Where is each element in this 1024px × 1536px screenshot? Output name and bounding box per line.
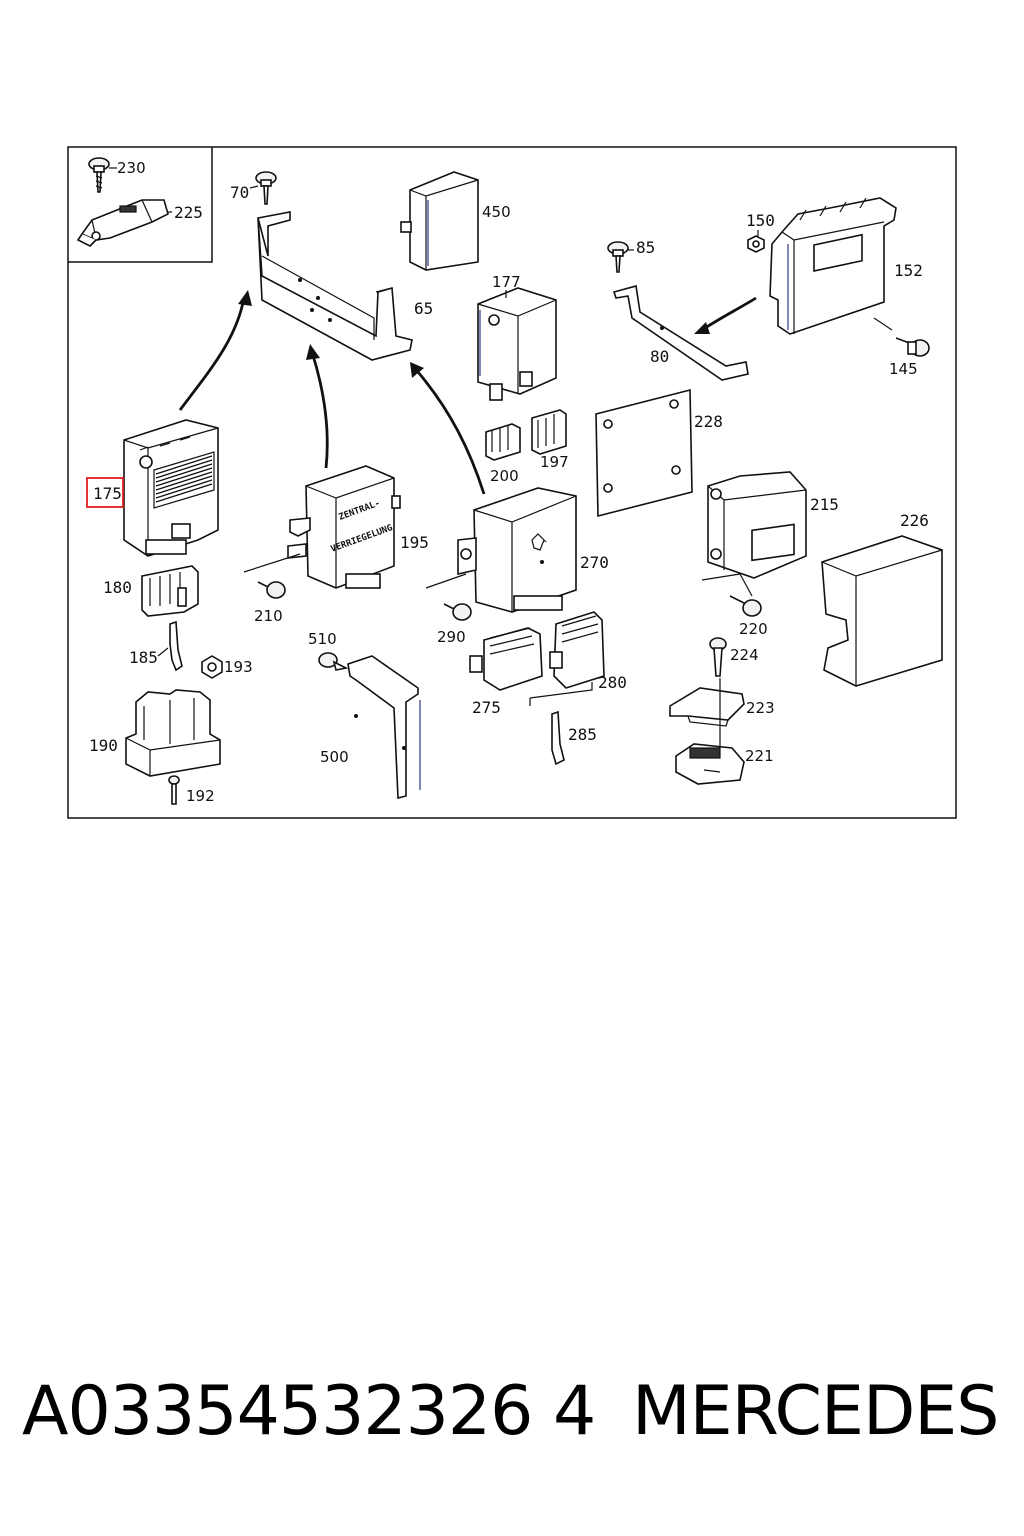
label-500: 500 xyxy=(320,748,349,766)
nut-193 xyxy=(201,655,223,679)
connector-280 xyxy=(549,611,605,689)
bracket-65 xyxy=(257,211,413,361)
terminal-285 xyxy=(551,710,565,766)
label-285: 285 xyxy=(568,725,597,744)
label-275: 275 xyxy=(472,698,501,717)
footer: A03354532326 4 MERCEDES xyxy=(0,1372,1024,1472)
arrow-head-3 xyxy=(410,362,424,378)
lead-210 xyxy=(243,553,301,573)
arrow-195-to-65 xyxy=(310,351,329,469)
arrow-head-2 xyxy=(306,344,320,360)
part-number: A03354532326 4 xyxy=(22,1372,596,1451)
control-unit-152 xyxy=(769,197,897,335)
label-200: 200 xyxy=(490,467,519,485)
connector-197 xyxy=(531,409,567,455)
label-193: 193 xyxy=(224,658,253,676)
label-210: 210 xyxy=(254,607,283,625)
terminal-185 xyxy=(157,620,183,672)
label-280: 280 xyxy=(598,673,627,692)
sensor-225 xyxy=(76,199,172,247)
connector-200 xyxy=(485,423,521,461)
arrow-head-4 xyxy=(694,322,710,334)
bolt-145 xyxy=(895,337,930,357)
label-192: 192 xyxy=(186,787,215,805)
label-197: 197 xyxy=(540,453,569,471)
label-145: 145 xyxy=(889,360,918,378)
label-177: 177 xyxy=(492,273,521,291)
screw-210 xyxy=(257,581,286,599)
label-290: 290 xyxy=(437,628,466,646)
bracket-500 xyxy=(347,655,421,800)
central-locking-unit-195: ZENTRAL- VERRIEGELUNG xyxy=(287,465,401,589)
label-195: 195 xyxy=(400,533,429,552)
lead-280 xyxy=(529,682,593,706)
label-175: 175 xyxy=(93,484,122,503)
relay-box-190 xyxy=(125,689,221,777)
label-224: 224 xyxy=(730,646,759,664)
arrow-head-1 xyxy=(238,290,252,306)
screw-510 xyxy=(318,652,349,671)
label-450: 450 xyxy=(482,203,511,221)
label-80: 80 xyxy=(650,347,669,366)
bracket-223 xyxy=(669,687,745,727)
module-215 xyxy=(701,471,807,597)
label-152: 152 xyxy=(894,261,923,280)
label-220: 220 xyxy=(739,620,768,638)
sensor-221 xyxy=(675,743,745,785)
label-223: 223 xyxy=(746,699,775,717)
label-85: 85 xyxy=(636,238,655,257)
screw-85 xyxy=(607,241,634,273)
arrow-152-to-80 xyxy=(701,296,757,332)
screw-70 xyxy=(249,171,277,205)
relay-177 xyxy=(477,287,557,401)
lead-290 xyxy=(425,573,467,589)
label-180: 180 xyxy=(103,578,132,597)
screw-224 xyxy=(709,637,727,677)
diagram-frame xyxy=(67,146,957,819)
label-226: 226 xyxy=(900,511,929,530)
cover-226 xyxy=(821,535,943,687)
screw-220 xyxy=(729,595,762,617)
plate-228 xyxy=(595,388,693,518)
module-270 xyxy=(457,487,577,613)
parts-diagram: ZENTRAL- VERRIEGELUNG xyxy=(67,146,957,819)
label-225: 225 xyxy=(174,203,203,222)
arrow-175-to-65 xyxy=(178,297,246,411)
screw-290 xyxy=(443,603,472,621)
connector-180 xyxy=(141,565,199,617)
connector-275 xyxy=(469,627,543,691)
arrow-270-to-65 xyxy=(416,371,486,495)
label-65: 65 xyxy=(414,299,433,318)
screw-230 xyxy=(88,157,117,193)
label-185: 185 xyxy=(129,648,158,667)
screw-192 xyxy=(168,775,180,805)
nut-150 xyxy=(747,230,765,253)
bracket-80 xyxy=(612,284,749,381)
module-175 xyxy=(123,419,219,557)
label-221: 221 xyxy=(745,747,774,765)
label-190: 190 xyxy=(89,736,118,755)
label-270: 270 xyxy=(580,553,609,572)
label-150: 150 xyxy=(746,211,775,230)
label-215: 215 xyxy=(810,495,839,514)
label-70: 70 xyxy=(230,183,249,202)
module-450 xyxy=(400,171,479,271)
label-228: 228 xyxy=(694,412,723,431)
label-510: 510 xyxy=(308,630,337,648)
highlight-box-175 xyxy=(86,477,124,508)
brand-name: MERCEDES xyxy=(632,1372,999,1451)
label-230: 230 xyxy=(117,159,146,177)
inset-frame xyxy=(68,147,213,263)
